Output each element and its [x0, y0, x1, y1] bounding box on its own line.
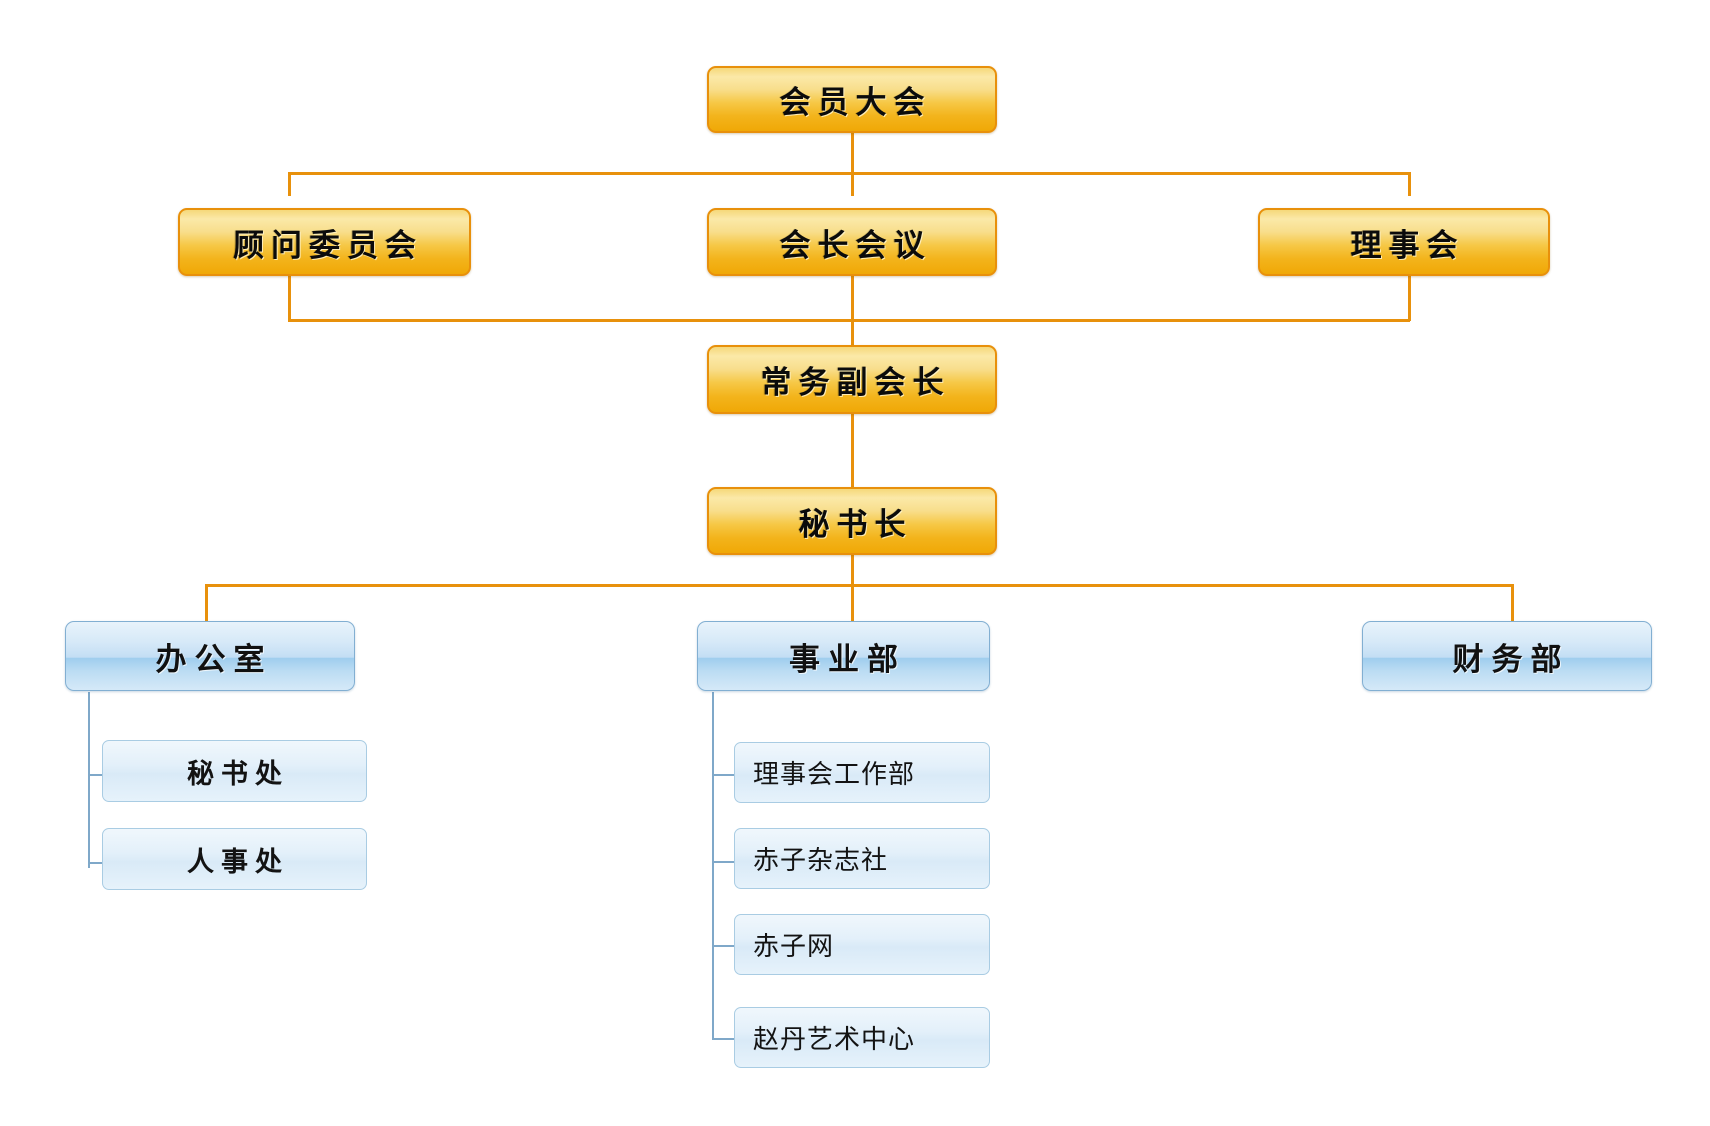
node-secretary-general[interactable]: 秘书长: [707, 487, 997, 555]
node-advisory-committee-label: 顾问委员会: [233, 227, 423, 263]
node-office[interactable]: 办公室: [65, 621, 355, 691]
node-president-meeting[interactable]: 会长会议: [707, 208, 997, 276]
node-assembly[interactable]: 会员大会: [707, 66, 997, 133]
connector-bus-to-office: [205, 584, 208, 622]
connector-bus-to-president: [851, 172, 854, 196]
node-business-child-board-work-label: 理事会工作部: [753, 760, 916, 790]
node-business-child-magazine-label: 赤子杂志社: [753, 846, 889, 876]
connector-business-child-0: [712, 774, 734, 776]
node-advisory-committee[interactable]: 顾问委员会: [178, 208, 471, 276]
connector-business-child-2: [712, 945, 734, 947]
node-office-label: 办公室: [155, 641, 273, 677]
node-business-dept[interactable]: 事业部: [697, 621, 990, 691]
connector-advisory-down: [288, 249, 291, 321]
connector-president-to-evp: [851, 249, 854, 345]
connector-bus-to-advisory: [288, 172, 291, 196]
node-exec-vice-president[interactable]: 常务副会长: [707, 345, 997, 414]
node-secretary-general-label: 秘书长: [798, 506, 913, 542]
node-finance-dept[interactable]: 财务部: [1362, 621, 1652, 691]
connector-assembly-stem: [851, 132, 854, 174]
node-business-child-board-work[interactable]: 理事会工作部: [734, 742, 990, 803]
connector-bus-to-finance: [1511, 584, 1514, 622]
connector-business-child-3: [712, 1038, 734, 1040]
connector-secgen-stem: [851, 555, 854, 586]
node-business-child-website[interactable]: 赤子网: [734, 914, 990, 975]
node-office-child-secretariat[interactable]: 秘书处: [102, 740, 367, 802]
node-business-child-magazine[interactable]: 赤子杂志社: [734, 828, 990, 889]
connector-level5-bus: [205, 584, 1513, 587]
connector-business-child-1: [712, 861, 734, 863]
node-assembly-label: 会员大会: [779, 85, 932, 120]
connector-level3-bus: [288, 319, 1410, 322]
connector-bus-to-board: [1408, 172, 1411, 196]
connector-board-down: [1408, 249, 1411, 321]
node-board-label: 理事会: [1350, 227, 1465, 263]
node-office-child-personnel[interactable]: 人事处: [102, 828, 367, 890]
connector-level2-bus: [288, 172, 1410, 175]
node-business-child-art-center-label: 赵丹艺术中心: [753, 1025, 916, 1055]
node-board[interactable]: 理事会: [1258, 208, 1550, 276]
node-exec-vice-president-label: 常务副会长: [760, 365, 951, 400]
connector-office-spine: [88, 692, 90, 868]
connector-office-child-0: [88, 774, 103, 776]
node-office-child-personnel-label: 人事处: [187, 846, 289, 877]
node-finance-dept-label: 财务部: [1452, 641, 1570, 677]
node-president-meeting-label: 会长会议: [779, 227, 932, 263]
node-business-child-website-label: 赤子网: [753, 932, 835, 962]
node-business-child-art-center[interactable]: 赵丹艺术中心: [734, 1007, 990, 1068]
node-business-dept-label: 事业部: [789, 641, 906, 677]
connector-business-spine: [712, 692, 714, 1040]
node-office-child-secretariat-label: 秘书处: [187, 758, 289, 789]
connector-bus-to-business: [851, 584, 854, 622]
connector-evp-to-secgen: [851, 414, 854, 487]
connector-office-child-1: [88, 862, 103, 864]
